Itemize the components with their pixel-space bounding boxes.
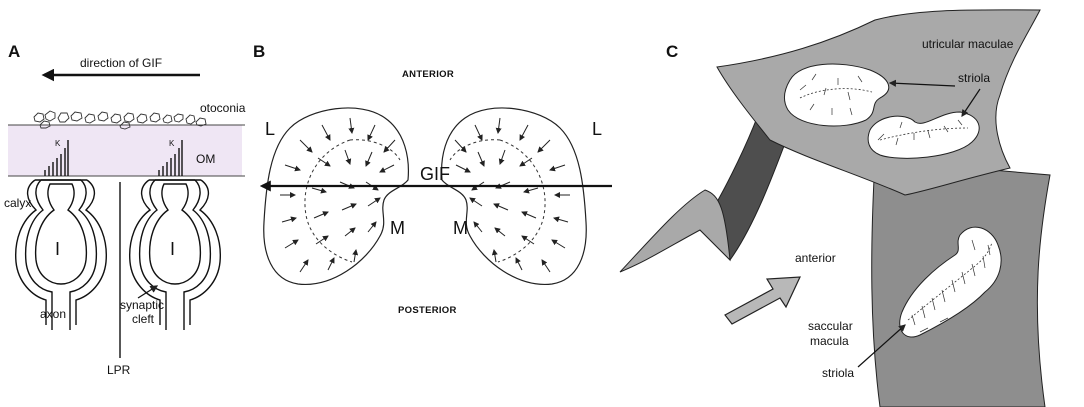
- panel-a: A direction of GIF OM otoconi: [4, 42, 246, 377]
- left-striola: [304, 139, 353, 263]
- k-left-label: K: [55, 139, 61, 148]
- left-macula-outline: [263, 107, 409, 285]
- panel-c-letter: C: [666, 42, 678, 61]
- utricular-striola-2: [879, 127, 969, 141]
- cell-right-label: I: [170, 239, 175, 259]
- k-right-label: K: [169, 139, 175, 148]
- posterior-label: POSTERIOR: [398, 305, 457, 316]
- panel-c: C utricular maculae striola: [619, 9, 1051, 407]
- synaptic-cleft-pointer: [137, 285, 159, 299]
- right-macula-arrows: [454, 117, 570, 273]
- saccular-striola: [907, 241, 993, 321]
- anterior-label: ANTERIOR: [402, 69, 454, 80]
- left-macula-arrows: [280, 117, 396, 273]
- gif-direction-label: direction of GIF: [80, 56, 162, 70]
- striola-bottom-pointer: [857, 324, 906, 368]
- om-band: [8, 125, 242, 176]
- panel-b-letter: B: [253, 42, 265, 61]
- l-left-label: L: [265, 119, 275, 139]
- synaptic-label-2: cleft: [132, 312, 155, 326]
- otoconia-label: otoconia: [200, 101, 246, 115]
- saccular-label-2: macula: [810, 334, 849, 348]
- calyx-label: calyx: [4, 196, 31, 210]
- utricular-striola-1: [799, 88, 873, 99]
- utricular-macula-2: [867, 111, 980, 159]
- anterior-arrow: [724, 276, 801, 325]
- panel-a-letter: A: [8, 42, 20, 61]
- panel-b: B ANTERIOR POSTERIOR: [253, 42, 612, 316]
- anterior-direction-label: anterior: [795, 251, 836, 265]
- left-striola-upper: [349, 139, 401, 161]
- synaptic-label-1: synaptic: [120, 298, 164, 312]
- gif-label: GIF: [420, 164, 450, 184]
- hair-cell-right: [129, 140, 221, 330]
- saccular-macula: [899, 226, 1002, 338]
- otoconia-crystals: [33, 110, 207, 130]
- striola-top-pointer-1: [888, 79, 956, 87]
- saccular-hair-marks: [911, 239, 991, 333]
- striola-top-label: striola: [958, 71, 990, 85]
- m-left-label: M: [390, 218, 405, 238]
- utricular-hair-marks: [799, 73, 963, 146]
- saccular-label-1: saccular: [808, 319, 853, 333]
- l-right-label: L: [592, 119, 602, 139]
- striola-bottom-label: striola: [822, 366, 854, 380]
- axon-label: axon: [40, 307, 66, 321]
- utricle-front-flap: [619, 189, 731, 273]
- right-striola: [497, 139, 546, 263]
- utricular-maculae-label: utricular maculae: [922, 37, 1014, 51]
- om-label: OM: [196, 152, 215, 166]
- lpr-label: LPR: [107, 363, 131, 377]
- right-striola-upper: [449, 139, 501, 161]
- right-macula-outline: [441, 107, 587, 285]
- hair-cell-left: [15, 140, 107, 330]
- m-right-label: M: [453, 218, 468, 238]
- utricular-macula-1: [783, 63, 890, 127]
- striola-top-pointer-2: [961, 88, 981, 117]
- cell-left-label: I: [55, 239, 60, 259]
